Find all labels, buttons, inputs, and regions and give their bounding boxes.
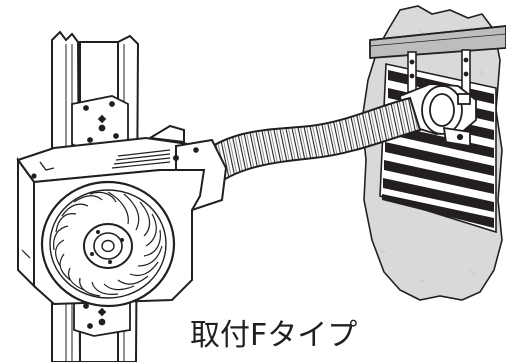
ceiling-beam (369, 25, 506, 59)
fan-impeller (40, 180, 176, 308)
type-caption: 取付Fタイプ (190, 318, 358, 353)
mounting-plate-top (71, 95, 129, 153)
flexible-hose (194, 96, 422, 192)
duct-adaptor (399, 83, 477, 148)
